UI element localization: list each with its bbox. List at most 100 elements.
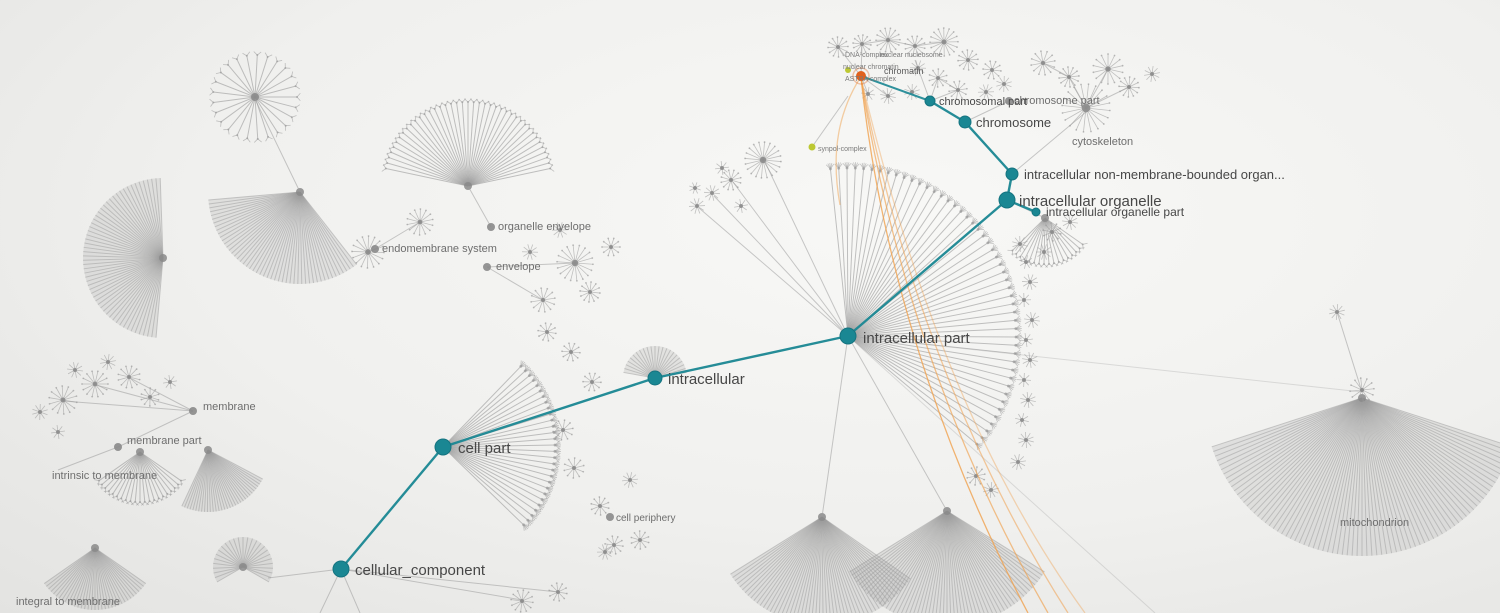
cluster-burst[interactable] xyxy=(1118,76,1140,98)
cluster-burst[interactable] xyxy=(140,387,160,407)
gray-node[interactable] xyxy=(189,407,197,415)
cluster-burst[interactable] xyxy=(510,589,534,613)
burst-center-node[interactable] xyxy=(1335,310,1339,314)
cluster-burst[interactable] xyxy=(579,281,601,303)
burst-center-node[interactable] xyxy=(1150,72,1154,76)
cluster-burst[interactable] xyxy=(1021,274,1039,290)
cluster-burst[interactable] xyxy=(1092,53,1124,85)
cluster-burst[interactable] xyxy=(596,544,614,560)
cluster-burst[interactable] xyxy=(1020,392,1036,408)
tiny-node-label[interactable]: chromatin xyxy=(884,66,924,76)
highlighted-node[interactable] xyxy=(845,67,851,73)
cluster-burst[interactable] xyxy=(1024,312,1040,328)
cluster-label[interactable]: intrinsic to membrane xyxy=(52,470,157,482)
tiny-node-label[interactable]: nuclear nucleosome xyxy=(880,52,943,59)
node-label[interactable]: intracellular part xyxy=(863,330,971,347)
fan-apex-node[interactable] xyxy=(136,448,144,456)
cluster-burst[interactable] xyxy=(904,35,926,57)
cluster-label[interactable]: cytoskeleton xyxy=(1072,136,1133,148)
burst-center-node[interactable] xyxy=(989,488,993,492)
burst-center-node[interactable] xyxy=(1026,398,1030,402)
tiny-node-label[interactable]: DNA-complex xyxy=(845,52,889,59)
cluster-label[interactable]: envelope xyxy=(496,261,541,273)
cluster-burst[interactable] xyxy=(163,375,177,389)
cluster-burst[interactable] xyxy=(1015,413,1029,427)
gray-node[interactable] xyxy=(371,245,379,253)
burst-center-node[interactable] xyxy=(1002,82,1006,86)
cluster-burst[interactable] xyxy=(406,208,434,236)
cluster-burst[interactable] xyxy=(948,80,968,100)
burst-center-node[interactable] xyxy=(628,478,632,482)
burst-center-node[interactable] xyxy=(693,186,697,190)
cluster-burst[interactable] xyxy=(1144,66,1160,82)
gray-node[interactable] xyxy=(114,443,122,451)
burst-center-node[interactable] xyxy=(1018,242,1022,246)
burst-center-node[interactable] xyxy=(916,66,920,70)
burst-center-node[interactable] xyxy=(561,428,565,432)
cluster-burst[interactable] xyxy=(1061,83,1111,133)
cluster-burst[interactable] xyxy=(551,222,569,238)
fan-apex-node[interactable] xyxy=(91,544,99,552)
cluster-burst[interactable] xyxy=(996,75,1012,93)
cluster-burst[interactable] xyxy=(744,141,782,179)
burst-center-node[interactable] xyxy=(1016,460,1020,464)
burst-center-node[interactable] xyxy=(92,381,98,387)
cluster-burst[interactable] xyxy=(537,322,557,342)
cluster-burst[interactable] xyxy=(561,342,581,362)
burst-center-node[interactable] xyxy=(720,166,724,170)
burst-center-node[interactable] xyxy=(759,156,767,164)
burst-center-node[interactable] xyxy=(886,94,890,98)
gray-node[interactable] xyxy=(1005,97,1013,105)
cluster-burst[interactable] xyxy=(351,235,385,269)
cluster-burst[interactable] xyxy=(51,425,65,439)
burst-center-node[interactable] xyxy=(1024,338,1028,342)
burst-center-node[interactable] xyxy=(417,219,423,225)
node-label[interactable]: cellular_component xyxy=(355,562,486,579)
burst-center-node[interactable] xyxy=(572,466,576,470)
burst-center-node[interactable] xyxy=(1068,220,1072,224)
burst-center-node[interactable] xyxy=(1020,418,1024,422)
burst-center-node[interactable] xyxy=(520,599,524,603)
cluster-label[interactable]: integral to membrane xyxy=(16,596,120,608)
burst-center-node[interactable] xyxy=(1127,85,1131,89)
cluster-burst[interactable] xyxy=(1030,50,1056,76)
cluster-burst[interactable] xyxy=(1016,292,1032,308)
burst-center-node[interactable] xyxy=(571,259,579,267)
cluster-burst[interactable] xyxy=(1022,352,1038,368)
burst-center-node[interactable] xyxy=(1081,103,1091,113)
cluster-burst[interactable] xyxy=(1329,303,1345,321)
cluster-burst[interactable] xyxy=(928,68,948,88)
gray-node[interactable] xyxy=(483,263,491,271)
burst-center-node[interactable] xyxy=(860,42,864,46)
cluster-burst[interactable] xyxy=(909,60,927,76)
cluster-label[interactable]: organelle envelope xyxy=(498,221,591,233)
cluster-burst[interactable] xyxy=(117,365,141,389)
cluster-burst[interactable] xyxy=(983,481,999,499)
burst-center-node[interactable] xyxy=(638,538,642,542)
node-label[interactable]: intracellular xyxy=(668,371,745,388)
path-node[interactable] xyxy=(958,115,972,129)
burst-center-node[interactable] xyxy=(990,68,994,72)
burst-center-node[interactable] xyxy=(1359,387,1365,393)
cluster-burst[interactable] xyxy=(1349,377,1375,403)
cluster-burst[interactable] xyxy=(582,372,602,392)
burst-center-node[interactable] xyxy=(956,88,960,92)
burst-center-node[interactable] xyxy=(603,550,607,554)
burst-center-node[interactable] xyxy=(148,395,152,399)
burst-center-node[interactable] xyxy=(910,90,914,94)
burst-center-node[interactable] xyxy=(966,58,970,62)
burst-center-node[interactable] xyxy=(1024,260,1028,264)
cluster-burst[interactable] xyxy=(689,182,701,194)
cluster-burst[interactable] xyxy=(852,34,872,54)
cluster-burst[interactable] xyxy=(703,185,721,201)
burst-center-node[interactable] xyxy=(56,430,60,434)
path-node[interactable] xyxy=(839,327,857,345)
cluster-label[interactable]: membrane xyxy=(203,401,256,413)
burst-center-node[interactable] xyxy=(1105,66,1111,72)
tiny-node-label[interactable]: synpol-complex xyxy=(818,146,867,153)
cluster-burst[interactable] xyxy=(929,27,959,57)
burst-center-node[interactable] xyxy=(558,228,562,232)
cluster-burst[interactable] xyxy=(548,582,568,602)
